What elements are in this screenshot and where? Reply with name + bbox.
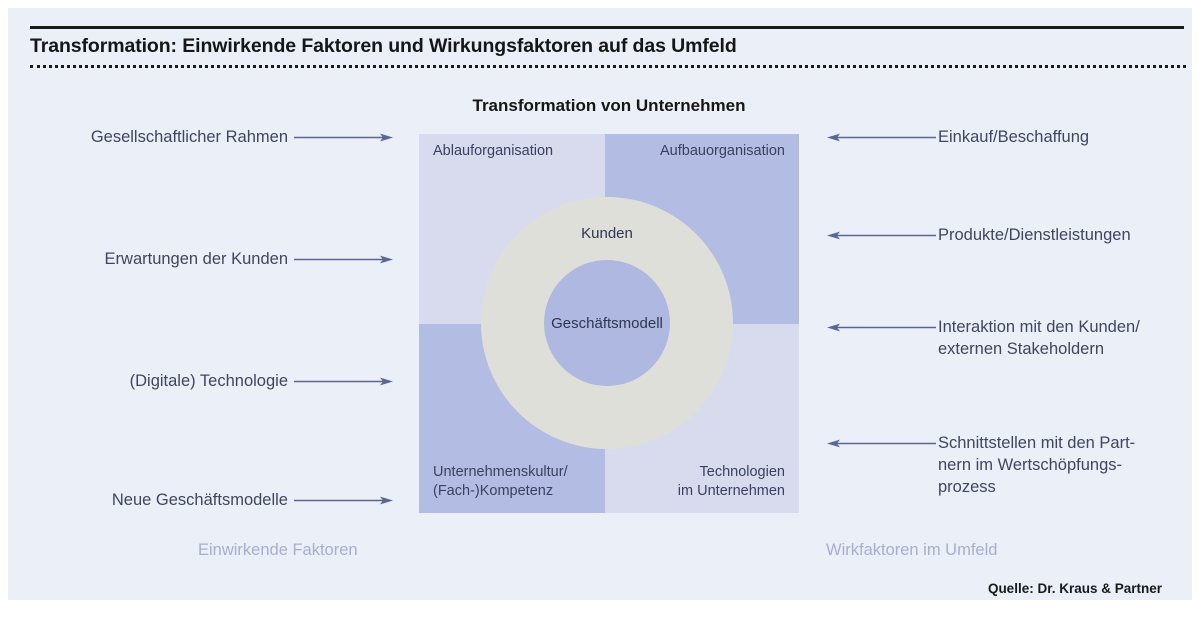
right-factor-1: Einkauf/Beschaffung [938,126,1188,148]
page-title: Transformation: Einwirkende Faktoren und… [30,35,737,57]
left-arrow-3 [294,376,394,387]
header-rule-dotted [30,65,1186,68]
donut-core: Geschäftsmodell [544,260,670,386]
quadrant-label-aufbauorganisation: Aufbauorganisation [660,143,785,159]
left-factor-label-4: Neue Geschäftsmodelle [111,491,288,509]
right-factor-label-4: Schnittstellen mit den Part- nern im Wer… [938,434,1136,497]
header-rule-top [30,26,1184,29]
right-factors-caption: Wirkfaktoren im Umfeld [826,541,998,559]
quadrant-label-unternehmenskultur: Unternehmenskultur/ (Fach-)Kompetenz [433,463,568,499]
left-factor-label-3: (Digitale) Technologie [129,372,288,390]
right-factor-2: Produkte/Dienstleistungen [938,224,1188,246]
left-factor-1: Gesellschaftlicher Rahmen [38,126,288,148]
right-arrow-3 [826,322,936,333]
right-factor-label-1: Einkauf/Beschaffung [938,128,1090,146]
left-factor-label-2: Erwartungen der Kunden [104,250,288,268]
left-factors-caption: Einwirkende Faktoren [198,541,358,559]
quadrant-label-technologien: Technologien im Unternehmen [677,463,785,499]
right-arrow-1 [826,132,936,143]
right-arrow-4 [826,438,936,449]
left-factor-3: (Digitale) Technologie [38,370,288,392]
right-arrow-2 [826,230,936,241]
left-arrow-4 [294,495,394,506]
quadrant-label-ablauforganisation: Ablauforganisation [433,143,554,159]
left-factor-2: Erwartungen der Kunden [38,248,288,270]
donut-ring-label: Kunden [581,225,633,242]
right-factor-4: Schnittstellen mit den Part- nern im Wer… [938,432,1188,498]
diagram-card: Transformation: Einwirkende Faktoren und… [8,8,1192,600]
donut-ring: Kunden Geschäftsmodell [481,197,733,449]
left-factor-4: Neue Geschäftsmodelle [38,489,288,511]
center-diagram-title: Transformation von Unternehmen [472,96,746,115]
right-factor-label-3: Interaktion mit den Kunden/ externen Sta… [938,318,1140,359]
right-factor-label-2: Produkte/Dienstleistungen [938,226,1131,244]
left-arrow-2 [294,254,394,265]
donut-core-label: Geschäftsmodell [551,314,663,332]
source-credit: Quelle: Dr. Kraus & Partner [987,581,1162,596]
left-factor-label-1: Gesellschaftlicher Rahmen [90,128,288,146]
left-arrow-1 [294,132,394,143]
right-factor-3: Interaktion mit den Kunden/ externen Sta… [938,316,1198,360]
